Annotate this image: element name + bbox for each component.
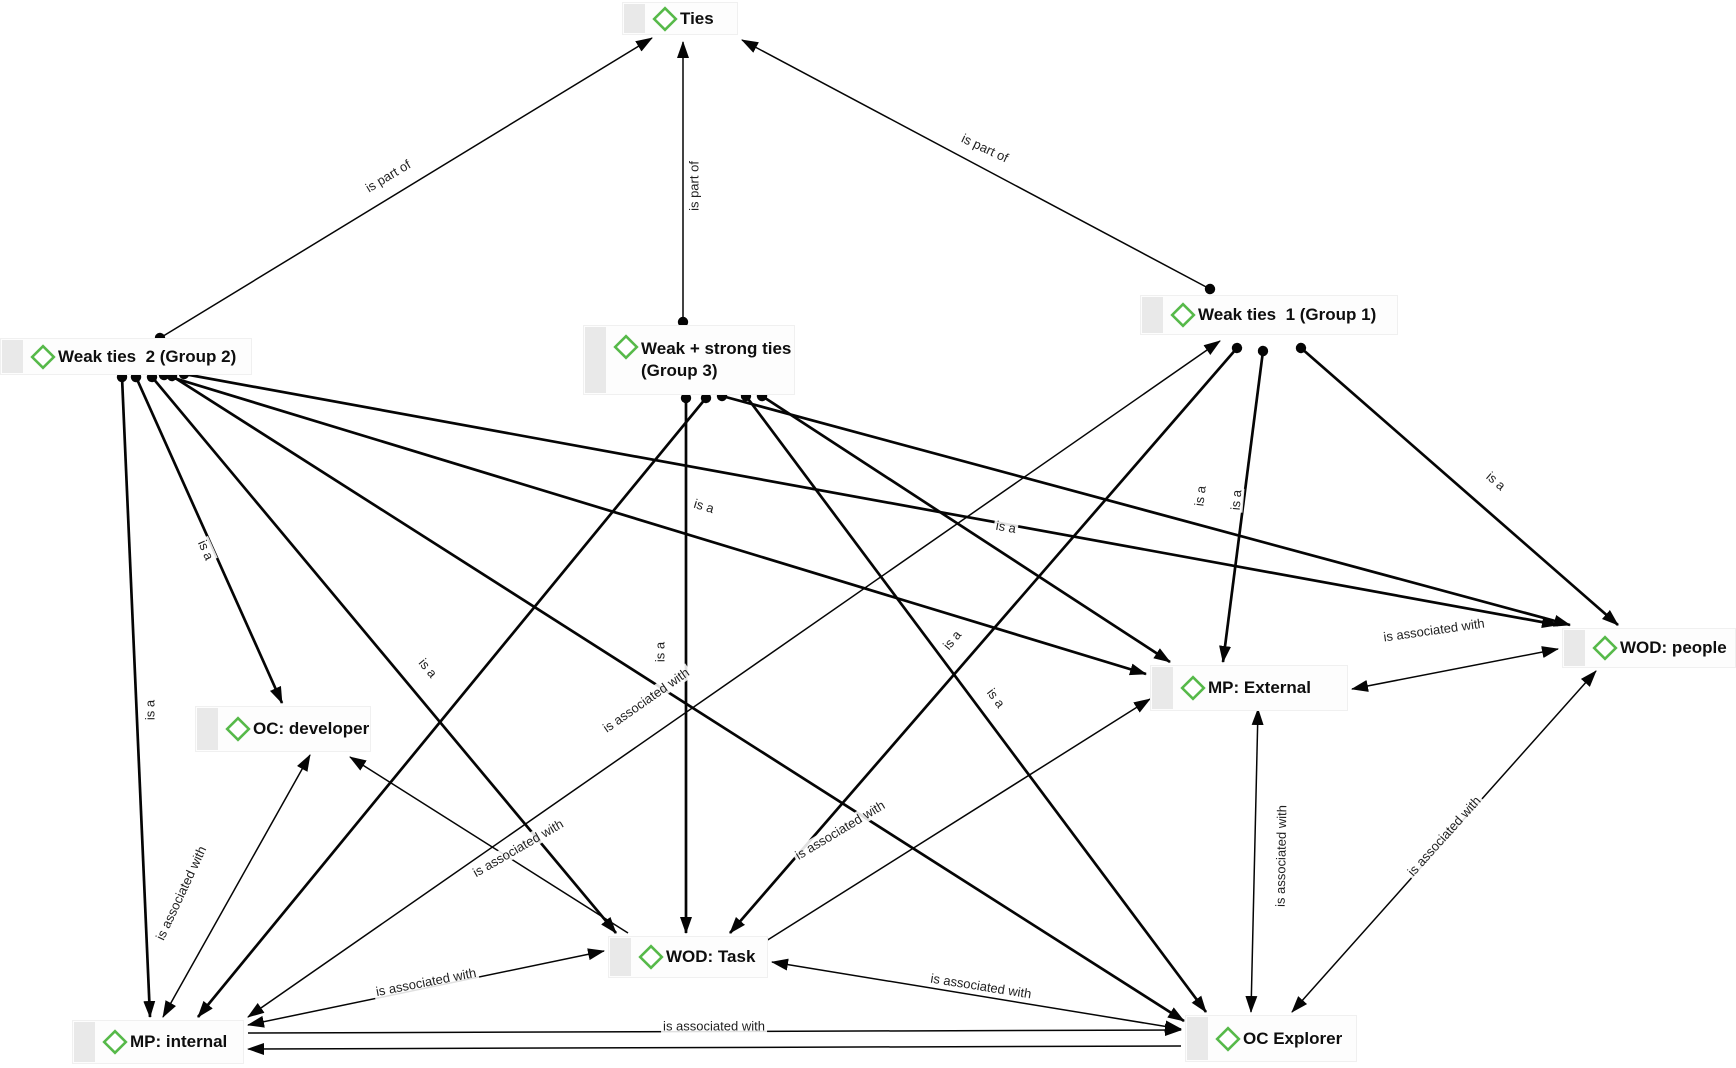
node-collapse-strip <box>2 340 23 373</box>
node-collapse-strip <box>197 708 218 750</box>
diamond-icon <box>1170 302 1196 328</box>
edge-weak-ties-1--wod-task <box>728 342 1243 934</box>
node-label-line1: OC: developer <box>253 719 370 738</box>
node-label-line1: OC Explorer <box>1243 1028 1343 1048</box>
edge-mp-external--wod-people <box>1351 646 1559 692</box>
node-label: Ties <box>680 8 714 30</box>
node-label: OC: developer <box>253 718 369 740</box>
node-collapse-strip <box>74 1022 95 1062</box>
node-mp-external[interactable]: MP: External <box>1150 665 1348 711</box>
diamond-icon <box>102 1029 128 1055</box>
node-label-line1: MP: internal <box>130 1032 228 1051</box>
edge-mp-internal--weak-ties-1 <box>247 340 1221 1018</box>
node-collapse-strip <box>1187 1017 1208 1060</box>
node-label: Weak ties 1 (Group 1) <box>1198 304 1376 326</box>
edge-weak-strong-ties-3--wod-people <box>716 390 1571 627</box>
node-label: WOD: people <box>1620 637 1727 659</box>
diamond-icon <box>1592 635 1618 661</box>
diamond-icon <box>30 343 56 370</box>
node-label: OC Explorer <box>1243 1028 1342 1050</box>
node-label-line1: WOD: Task <box>666 947 756 966</box>
node-collapse-strip <box>610 938 631 976</box>
node-label: MP: internal <box>130 1031 227 1053</box>
node-label-line1: Ties <box>680 8 714 28</box>
edge-weak-ties-2--ties <box>154 37 653 344</box>
node-weak-strong-ties-3[interactable]: Weak + strong ties (Group 3) <box>583 325 795 395</box>
edge-weak-strong-ties-3--oc-explorer <box>740 390 1208 1013</box>
edge-weak-ties-2--wod-task <box>146 371 618 934</box>
node-label-line2: (Group 3) <box>641 361 718 380</box>
edge-weak-strong-ties-3--mp-external <box>756 390 1171 664</box>
edge-mp-internal--oc-explorer <box>247 1024 1182 1037</box>
diamond-icon <box>613 334 639 360</box>
node-label: Weak + strong ties (Group 3) <box>641 338 791 382</box>
node-label: Weak ties 2 (Group 2) <box>58 346 236 368</box>
diamond-icon <box>1180 675 1206 701</box>
node-label: WOD: Task <box>666 946 755 968</box>
edge-wod-task--mp-internal <box>247 948 605 1028</box>
diamond-icon <box>225 716 251 742</box>
node-oc-developer[interactable]: OC: developer <box>195 706 371 752</box>
edge-wod-task--oc-explorer <box>771 958 1182 1033</box>
node-collapse-strip <box>624 4 645 33</box>
node-collapse-strip <box>1564 630 1585 666</box>
edge-wod-task--oc-developer <box>349 756 629 934</box>
edge-weak-ties-2--wod-people <box>178 368 1559 629</box>
edge-mp-external--oc-explorer <box>1245 708 1264 1013</box>
node-oc-explorer[interactable]: OC Explorer <box>1185 1015 1357 1062</box>
node-label-line1: Weak ties 1 (Group 1) <box>1198 305 1377 324</box>
node-collapse-strip <box>585 327 606 393</box>
edge-weak-ties-2--mp-external <box>158 369 1147 676</box>
node-label-line1: WOD: people <box>1620 638 1727 657</box>
node-wod-people[interactable]: WOD: people <box>1562 628 1736 668</box>
edge-oc-developer--mp-internal <box>162 754 311 1018</box>
node-weak-ties-1[interactable]: Weak ties 1 (Group 1) <box>1140 295 1398 335</box>
node-weak-ties-2[interactable]: Weak ties 2 (Group 2) <box>0 338 252 375</box>
edge-oc-explorer--wod-people <box>1291 670 1597 1013</box>
edge-weak-ties-2--oc-developer <box>130 371 284 704</box>
diamond-icon <box>1215 1025 1241 1052</box>
node-mp-internal[interactable]: MP: internal <box>72 1020 244 1064</box>
edge-weak-ties-2--oc-explorer <box>166 370 1185 1023</box>
edge-wod-task--mp-external <box>765 698 1151 942</box>
edge-weak-ties-1--mp-external <box>1219 345 1269 663</box>
node-collapse-strip <box>1152 667 1173 709</box>
edge-weak-ties-1--ties <box>741 39 1216 295</box>
edge-weak-ties-1--wod-people <box>1295 342 1619 627</box>
diamond-icon <box>652 5 678 32</box>
node-label: MP: External <box>1208 677 1311 699</box>
node-label-line1: MP: External <box>1208 678 1311 697</box>
node-label-line1: Weak ties 2 (Group 2) <box>58 346 237 366</box>
node-wod-task[interactable]: WOD: Task <box>608 936 768 978</box>
diamond-icon <box>638 944 664 970</box>
edge-weak-ties-2--mp-internal <box>116 371 156 1018</box>
edge-oc-explorer--mp-internal <box>247 1042 1182 1055</box>
node-collapse-strip <box>1142 297 1163 333</box>
node-ties[interactable]: Ties <box>622 2 738 35</box>
node-label-line1: Weak + strong ties <box>641 339 792 358</box>
